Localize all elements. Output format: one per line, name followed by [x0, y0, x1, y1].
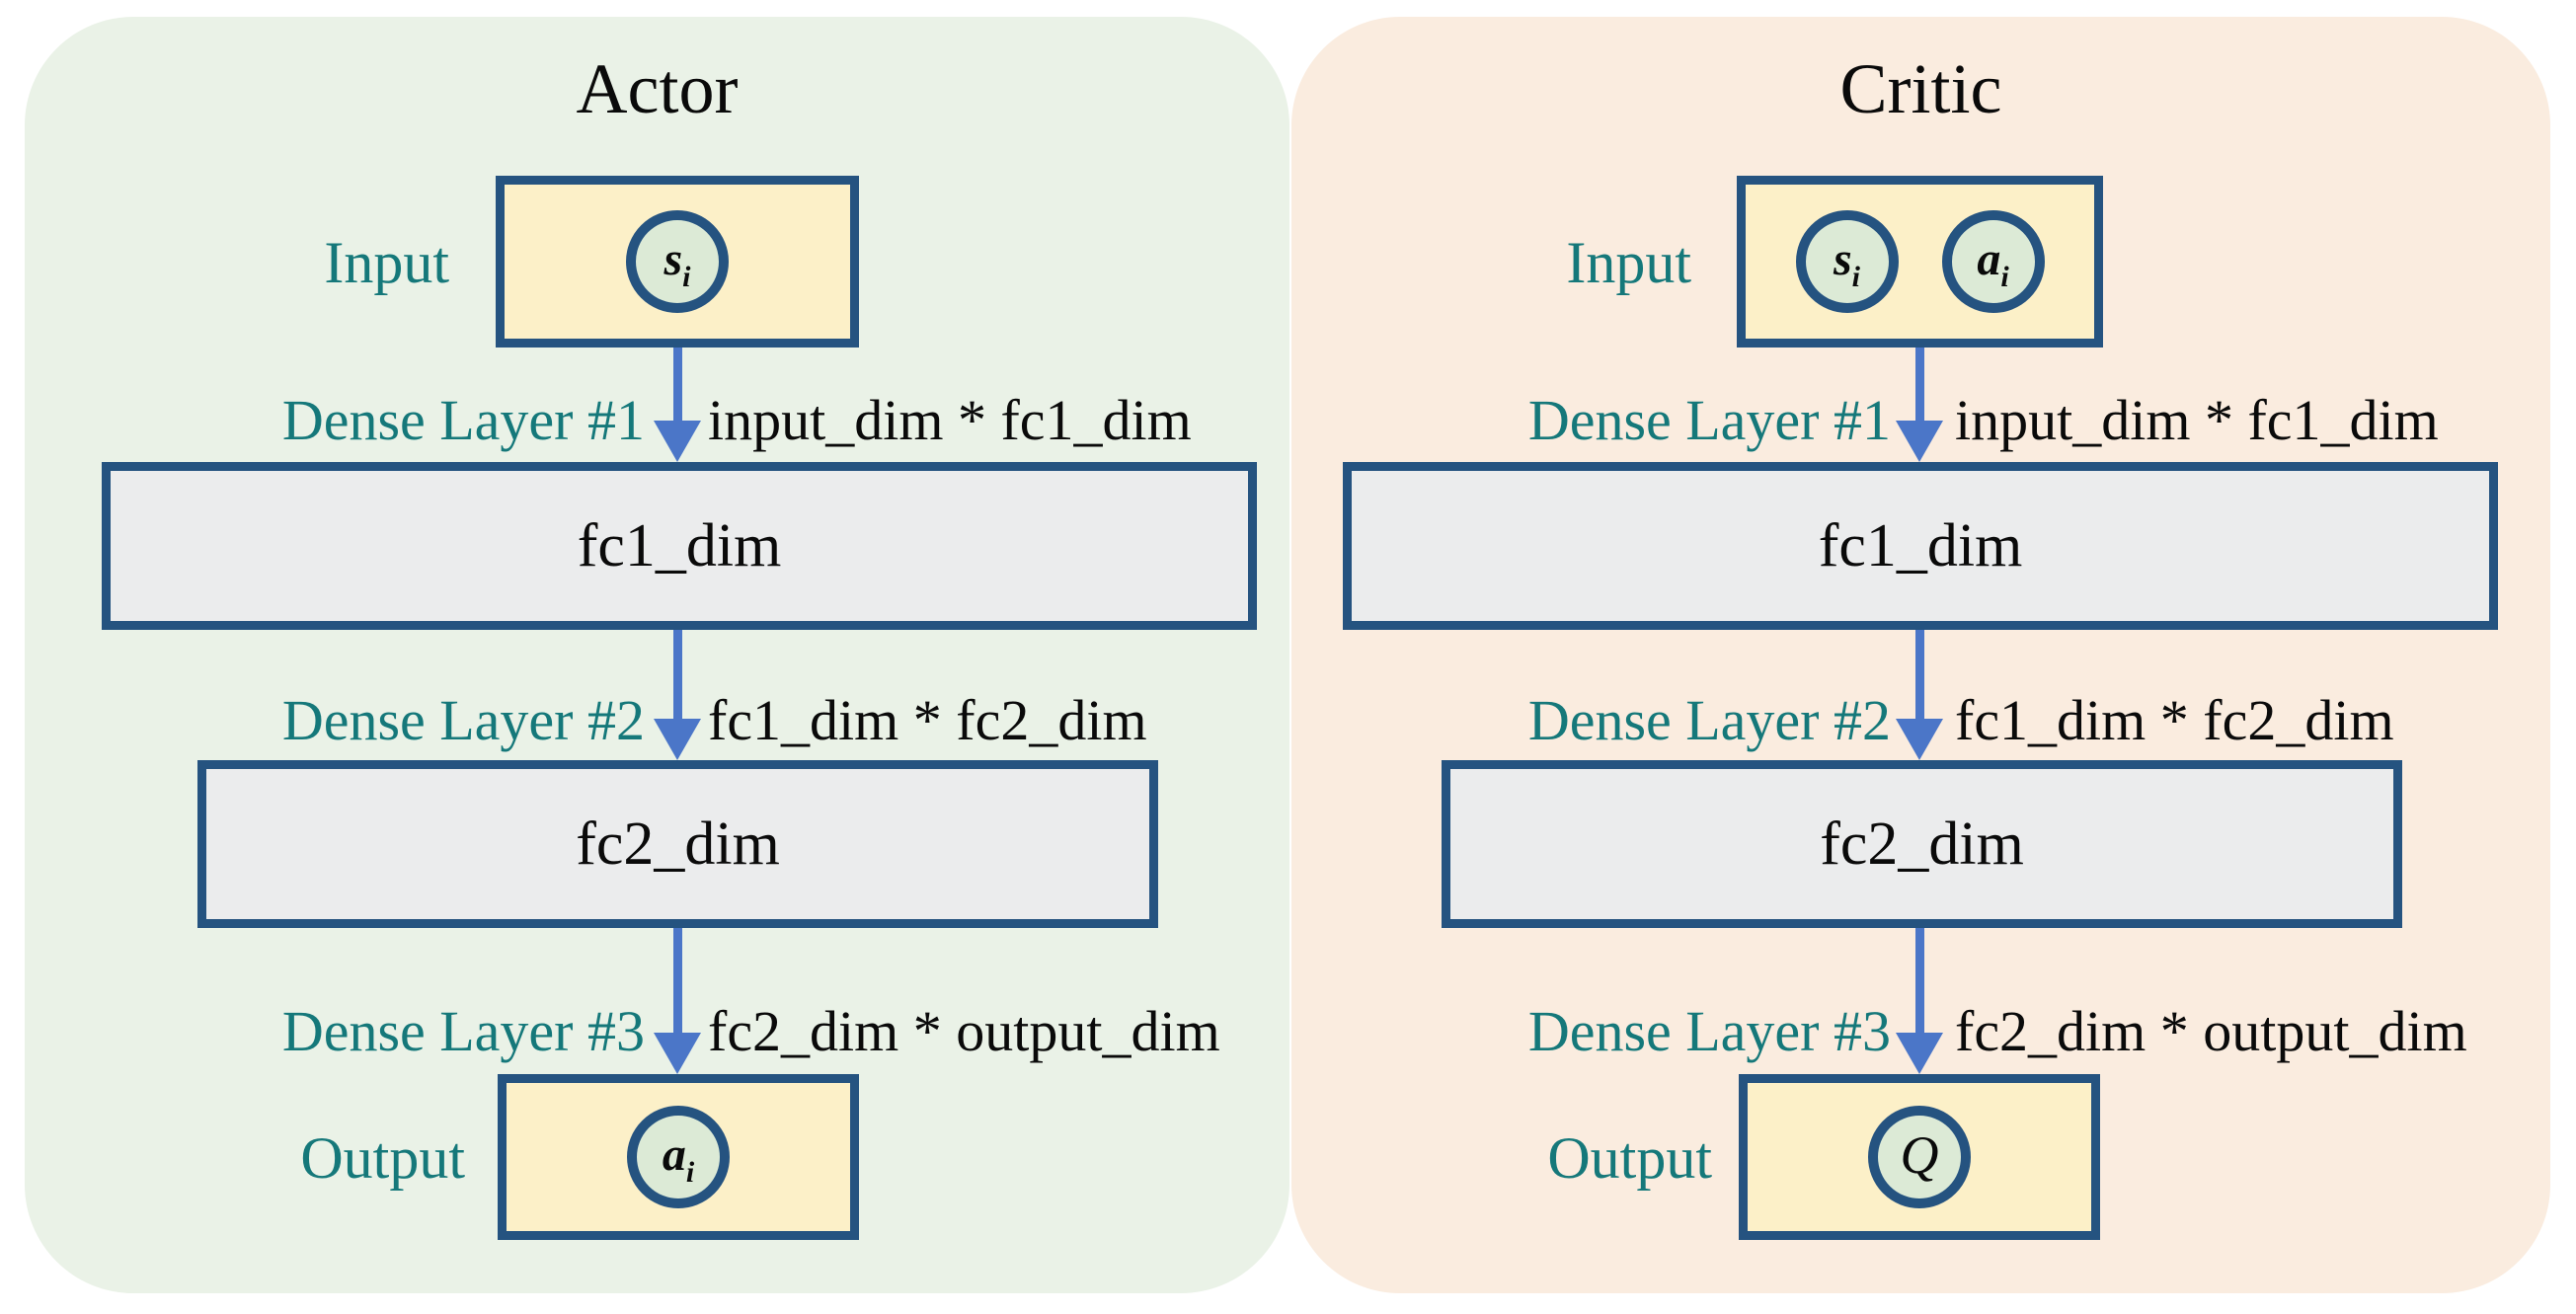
node-symbol: si [664, 232, 691, 293]
node-subscript: i [685, 1155, 695, 1189]
node-symbol: ai [662, 1127, 695, 1189]
actor-dense-layer-1-weights: input_dim * fc1_dim [708, 388, 1192, 452]
node-symbol: si [1833, 232, 1861, 293]
down-arrow-shaft [1915, 348, 1924, 425]
node-subscript: i [682, 260, 691, 293]
actor-dense-layer-1-label: Dense Layer #1 [281, 388, 645, 452]
critic-dense-layer-3-label: Dense Layer #3 [1527, 999, 1891, 1063]
actor-dense-layer-3-weights: fc2_dim * output_dim [708, 999, 1220, 1063]
down-arrow-head [654, 1033, 701, 1074]
critic-fc2-box: fc2_dim [1442, 760, 2402, 928]
node-subscript: i [2000, 260, 2009, 293]
critic-dense-layer-3-weights: fc2_dim * output_dim [1955, 999, 2467, 1063]
down-arrow-shaft [673, 928, 682, 1037]
down-arrow-head [654, 719, 701, 760]
down-arrow-shaft [1915, 630, 1924, 723]
actor-input-node-s: si [626, 210, 729, 313]
critic-input-node-s: si [1795, 210, 1899, 313]
critic-input-label: Input [1566, 230, 1691, 295]
node-symbol: Q [1900, 1124, 1939, 1185]
node-symbol: ai [1977, 232, 2009, 293]
critic-output-label: Output [1547, 1125, 1712, 1191]
actor-input-box: si [496, 176, 859, 348]
down-arrow-head [1896, 719, 1943, 760]
actor-output-box: ai [498, 1074, 859, 1240]
critic-input-box: si ai [1737, 176, 2103, 348]
actor-panel: Actor Input si Dense Layer #1 input_dim … [25, 17, 1289, 1293]
actor-input-label: Input [324, 230, 449, 295]
actor-dense-layer-2-label: Dense Layer #2 [281, 688, 645, 752]
down-arrow-shaft [1915, 928, 1924, 1037]
critic-output-node-q: Q [1868, 1106, 1971, 1208]
critic-panel-title: Critic [1839, 49, 2002, 128]
down-arrow-shaft [673, 348, 682, 425]
critic-output-box: Q [1739, 1074, 2100, 1240]
critic-dense-layer-1-label: Dense Layer #1 [1527, 388, 1891, 452]
actor-fc1-box: fc1_dim [102, 462, 1257, 630]
critic-input-node-a: ai [1941, 210, 2045, 313]
actor-panel-title: Actor [576, 49, 739, 128]
critic-dense-layer-2-weights: fc1_dim * fc2_dim [1955, 688, 2394, 752]
critic-dense-layer-1-weights: input_dim * fc1_dim [1955, 388, 2439, 452]
actor-dense-layer-3-label: Dense Layer #3 [281, 999, 645, 1063]
actor-output-label: Output [300, 1125, 465, 1191]
actor-output-node-a: ai [627, 1106, 730, 1208]
actor-dense-layer-2-weights: fc1_dim * fc2_dim [708, 688, 1147, 752]
down-arrow-head [654, 421, 701, 462]
critic-panel: Critic Input si ai Dense Layer #1 input_… [1291, 17, 2550, 1293]
down-arrow-head [1896, 1033, 1943, 1074]
critic-fc1-box: fc1_dim [1343, 462, 2498, 630]
actor-fc2-box: fc2_dim [197, 760, 1158, 928]
down-arrow-shaft [673, 630, 682, 723]
down-arrow-head [1896, 421, 1943, 462]
critic-dense-layer-2-label: Dense Layer #2 [1527, 688, 1891, 752]
node-subscript: i [1851, 260, 1861, 293]
